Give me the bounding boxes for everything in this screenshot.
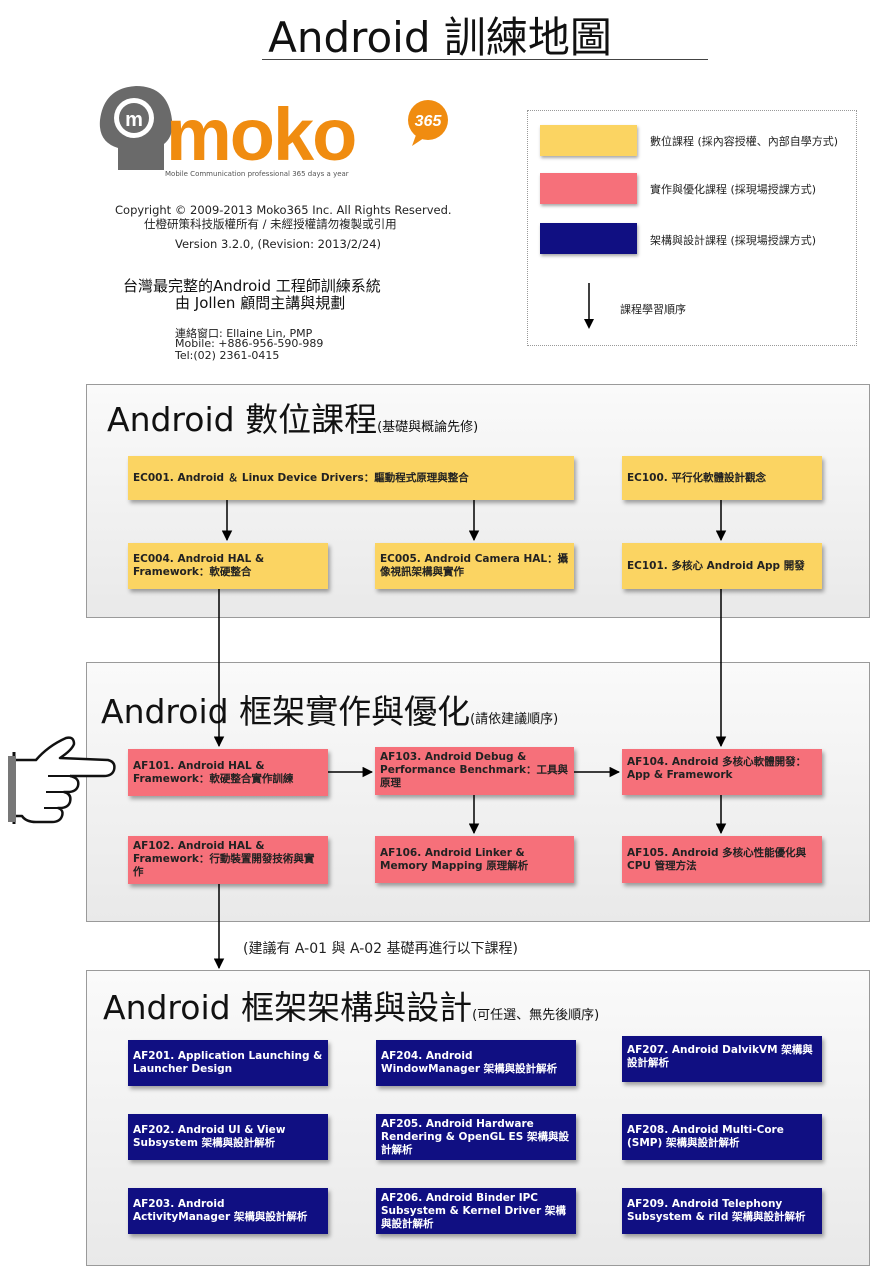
- legend-swatch-practice: [540, 173, 637, 204]
- course-af106[interactable]: AF106. Android Linker & Memory Mapping 原…: [375, 836, 574, 883]
- course-af103[interactable]: AF103. Android Debug & Performance Bench…: [375, 747, 574, 795]
- section-practice-title: Android 框架實作與優化(請依建議順序): [101, 692, 559, 731]
- page-title: Android 訓練地圖: [268, 13, 612, 62]
- tagline-line2: 由 Jollen 顧問主講與規劃: [175, 294, 346, 312]
- copyright-text: Copyright © 2009-2013 Moko365 Inc. All R…: [115, 203, 452, 217]
- course-af207[interactable]: AF207. Android DalvikVM 架構與設計解析: [622, 1036, 822, 1082]
- course-af209[interactable]: AF209. Android Telephony Subsystem & ril…: [622, 1188, 822, 1234]
- course-ec004[interactable]: EC004. Android HAL & Framework：軟硬整合: [128, 543, 328, 589]
- course-ec100[interactable]: EC100. 平行化軟體設計觀念: [622, 456, 822, 500]
- logo-brand: moko: [166, 93, 355, 176]
- copyright-zh-text: 仕橙研策科技版權所有 / 未經授權請勿複製或引用: [144, 217, 397, 231]
- course-ec101[interactable]: EC101. 多核心 Android App 開發: [622, 543, 822, 589]
- course-ec005[interactable]: EC005. Android Camera HAL：攝像視訊架構與實作: [375, 543, 574, 589]
- contact-window: 連絡窗口: Ellaine Lin, PMP: [175, 327, 313, 340]
- course-af205[interactable]: AF205. Android Hardware Rendering & Open…: [376, 1114, 576, 1160]
- svg-text:m: m: [125, 109, 143, 131]
- legend-label-practice: 實作與優化課程 (採現場授課方式): [650, 183, 817, 196]
- contact-tel: Tel:(02) 2361-0415: [175, 349, 280, 362]
- section-digital-title: Android 數位課程(基礎與概論先修): [107, 400, 479, 439]
- course-af105[interactable]: AF105. Android 多核心性能優化與 CPU 管理方法: [622, 836, 822, 883]
- course-af202[interactable]: AF202. Android UI & View Subsystem 架構與設計…: [128, 1114, 328, 1160]
- course-af206[interactable]: AF206. Android Binder IPC Subsystem & Ke…: [376, 1188, 576, 1234]
- tagline-line1: 台灣最完整的Android 工程師訓練系統: [123, 277, 381, 295]
- legend-label-digital: 數位課程 (採內容授權、內部自學方式): [650, 135, 839, 148]
- course-af104[interactable]: AF104. Android 多核心軟體開發：App & Framework: [622, 749, 822, 795]
- legend-swatch-digital: [540, 125, 637, 156]
- course-af101[interactable]: AF101. Android HAL & Framework：軟硬整合實作訓練: [128, 749, 328, 796]
- moko365-logo: m moko 365: [88, 80, 458, 180]
- course-af203[interactable]: AF203. Android ActivityManager 架構與設計解析: [128, 1188, 328, 1234]
- legend-label-architecture: 架構與設計課程 (採現場授課方式): [650, 234, 817, 247]
- legend-arrow-icon: [584, 283, 594, 329]
- course-ec001[interactable]: EC001. Android ＆ Linux Device Drivers：驅動…: [128, 456, 574, 500]
- legend-swatch-architecture: [540, 223, 637, 254]
- course-af204[interactable]: AF204. Android WindowManager 架構與設計解析: [376, 1040, 576, 1086]
- section-architecture-title: Android 框架架構與設計(可任選、無先後順序): [103, 988, 600, 1027]
- version-text: Version 3.2.0, (Revision: 2013/2/24): [175, 237, 382, 251]
- pointing-hand-icon: [8, 730, 118, 834]
- prerequisite-note: (建議有 A-01 與 A-02 基礎再進行以下課程): [243, 941, 518, 957]
- logo-tagline: Mobile Communication professional 365 da…: [165, 170, 349, 178]
- course-af102[interactable]: AF102. Android HAL & Framework：行動裝置開發技術與…: [128, 836, 328, 884]
- title-underline: [262, 59, 708, 60]
- course-af208[interactable]: AF208. Android Multi-Core (SMP) 架構與設計解析: [622, 1114, 822, 1160]
- legend-label-order: 課程學習順序: [620, 303, 686, 316]
- logo-badge: 365: [415, 113, 443, 130]
- legend: 數位課程 (採內容授權、內部自學方式) 實作與優化課程 (採現場授課方式) 架構…: [527, 110, 857, 346]
- course-af201[interactable]: AF201. Application Launching & Launcher …: [128, 1040, 328, 1086]
- contact-mobile: Mobile: +886-956-590-989: [175, 337, 324, 350]
